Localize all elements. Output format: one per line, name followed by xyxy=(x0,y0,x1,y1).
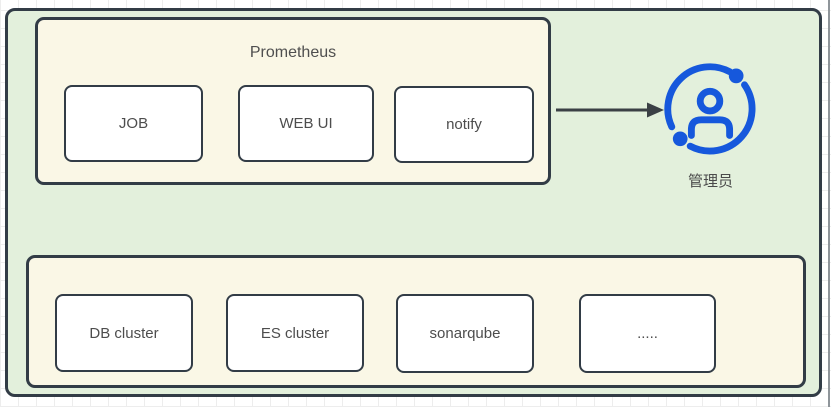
admin-label: 管理员 xyxy=(687,173,733,190)
canvas-edge-line xyxy=(828,0,830,407)
node-es-cluster-label: ES cluster xyxy=(260,324,330,342)
node-es-cluster[interactable]: ES cluster xyxy=(226,294,364,372)
node-db-cluster[interactable]: DB cluster xyxy=(55,294,193,372)
node-web-ui-label: WEB UI xyxy=(279,115,333,132)
admin-user-icon xyxy=(664,63,756,155)
node-db-cluster-label: DB cluster xyxy=(89,324,159,342)
node-notify-label: notify xyxy=(446,116,482,133)
node-sonarqube-label: sonarqube xyxy=(429,325,501,342)
node-job[interactable]: JOB xyxy=(64,85,203,162)
infrastructure-container: Prometheus JOB WEB UI notify xyxy=(5,8,822,397)
cluster-group: DB cluster ES cluster sonarqube ..... xyxy=(26,255,806,388)
prometheus-group-title: Prometheus xyxy=(249,44,337,61)
arrow-connector xyxy=(556,102,664,118)
node-sonarqube[interactable]: sonarqube xyxy=(396,294,534,373)
node-notify[interactable]: notify xyxy=(394,86,534,163)
node-web-ui[interactable]: WEB UI xyxy=(238,85,374,162)
admin-node[interactable]: 管理员 xyxy=(653,55,768,200)
node-ellipsis[interactable]: ..... xyxy=(579,294,716,373)
prometheus-group: Prometheus JOB WEB UI notify xyxy=(35,17,551,185)
node-job-label: JOB xyxy=(118,115,149,132)
node-ellipsis-label: ..... xyxy=(637,325,658,342)
